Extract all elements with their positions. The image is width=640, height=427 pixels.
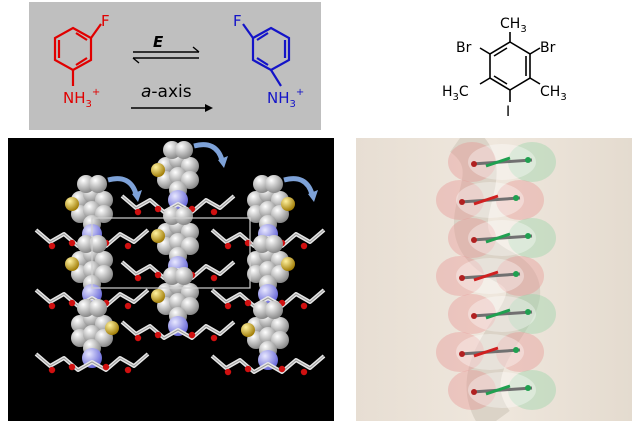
anilinium-cation	[247, 175, 295, 244]
stacked-molecule	[448, 218, 556, 258]
axis-label: a-axis	[141, 82, 192, 102]
axis-arrow	[131, 104, 213, 112]
methyl-left-label: H3C	[442, 84, 469, 103]
cocrystal-drawing: CH3 Br Br H3C CH3 I	[330, 2, 630, 130]
rotation-arrow-icon	[194, 145, 222, 160]
scheme-drawing: F NH3+ E a-axis F NH3+	[29, 2, 321, 130]
red-ammonium-label: NH3+	[63, 87, 100, 110]
rotation-arrow-icon	[108, 179, 136, 194]
blue-ammonium-label: NH3+	[267, 87, 304, 110]
red-fluorine-label: F	[101, 12, 110, 30]
bromine-right-label: Br	[540, 40, 556, 56]
helix-panel	[356, 138, 632, 421]
cocrystal-structure-panel: CH3 Br Br H3C CH3 I	[330, 2, 630, 130]
crystal-packing-panel	[8, 138, 334, 421]
anilinium-cation	[65, 175, 113, 244]
equilibrium-arrows	[133, 47, 199, 63]
helix-drawing	[356, 138, 632, 421]
blue-aniline-ring	[243, 24, 289, 86]
blue-fluorine-label: F	[233, 12, 242, 30]
stacked-molecule	[448, 370, 556, 410]
anilinium-cation	[71, 299, 119, 368]
stacked-molecule	[448, 294, 556, 334]
crystal-packing-drawing	[8, 138, 334, 421]
stacked-molecule	[436, 332, 544, 372]
methyl-right-label: CH3	[540, 84, 567, 103]
anilinium-cation	[151, 141, 199, 210]
red-aniline-ring	[55, 24, 101, 86]
bromine-left-label: Br	[456, 40, 472, 56]
stacked-molecule	[448, 142, 556, 182]
methyl-top-label: CH3	[500, 16, 527, 35]
anilinium-cation	[151, 207, 199, 276]
stacked-molecule	[436, 256, 544, 296]
rotation-arrow-icon	[284, 179, 312, 194]
reaction-scheme-panel: F NH3+ E a-axis F NH3+	[29, 2, 321, 130]
field-label: E	[153, 33, 164, 51]
anilinium-cation	[247, 235, 295, 304]
anilinium-cation	[241, 301, 289, 370]
iodine-label: I	[506, 104, 510, 120]
hexa-substituted-ring	[480, 32, 540, 102]
stacked-molecule	[436, 180, 544, 220]
